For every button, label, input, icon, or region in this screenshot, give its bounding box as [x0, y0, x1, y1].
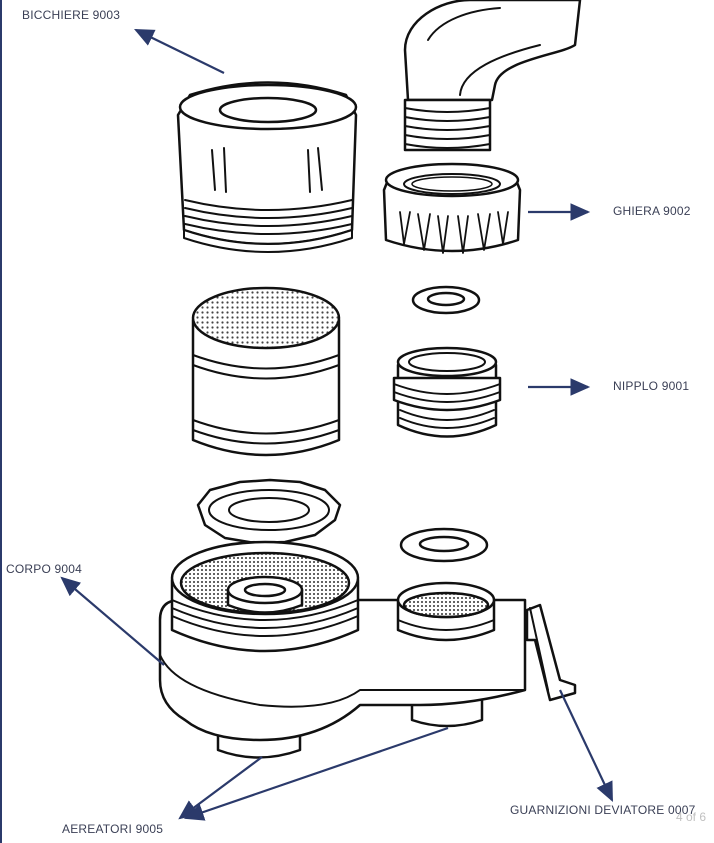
- ghiera-label: GHIERA 9002: [613, 204, 691, 218]
- left-edge-bar: [0, 0, 2, 843]
- small-washer-top: [411, 285, 481, 315]
- aereatori-arrow-2: [183, 726, 449, 821]
- ghiera-part: [382, 162, 522, 254]
- aereatori-arrow-1: [178, 756, 263, 820]
- bicchiere-arrow: [134, 29, 225, 74]
- filter-cartridge: [191, 286, 341, 457]
- star-gasket: [196, 478, 342, 545]
- small-washer-bottom: [399, 527, 489, 563]
- guarnizioni-label: GUARNIZIONI DEVIATORE 0007: [510, 803, 696, 817]
- bicchiere-part: [176, 81, 358, 253]
- corpo-label: CORPO 9004: [6, 562, 83, 576]
- aereatori-label: AEREATORI 9005: [62, 822, 164, 836]
- elbow-pipe: [403, 0, 582, 152]
- guarnizioni-arrow: [559, 689, 613, 802]
- nipplo-label: NIPPLO 9001: [613, 379, 690, 393]
- bicchiere-label: BICCHIERE 9003: [22, 8, 121, 22]
- corpo-part: [158, 540, 577, 759]
- page-indicator: 4 of 6: [676, 810, 707, 824]
- corpo-arrow: [60, 576, 165, 666]
- nipplo-part: [392, 346, 502, 438]
